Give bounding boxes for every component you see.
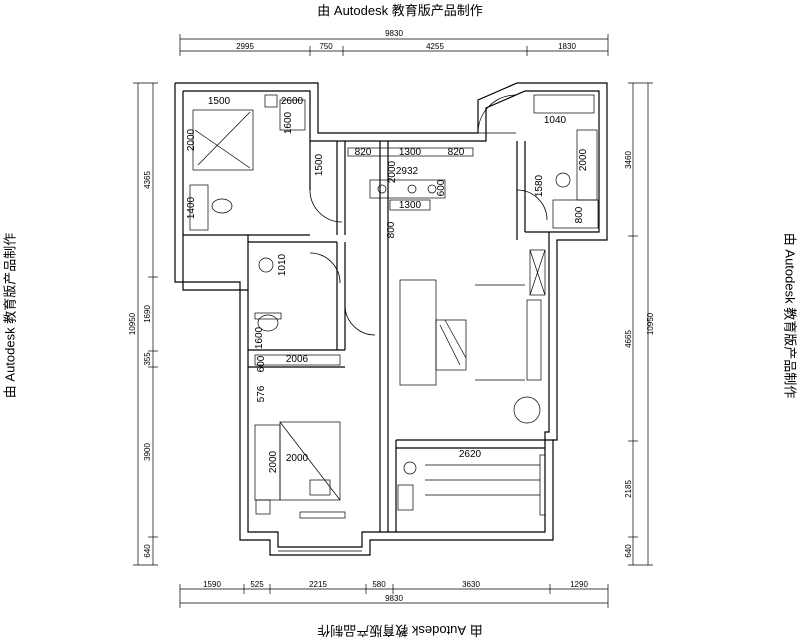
dim-left-total: 10950 (128, 312, 137, 335)
label-master-desk: 1400 (186, 196, 197, 219)
dim-left-1: 4365 (143, 171, 152, 189)
dim-top-2: 750 (319, 42, 333, 51)
dim-bottom-5: 3630 (462, 580, 480, 589)
label-small-a: 1500 (314, 153, 325, 176)
dim-top-1: 2995 (236, 42, 254, 51)
label-master-bed: 2000 (186, 128, 197, 151)
label-small-b: 1600 (254, 326, 265, 349)
dim-bottom-3: 2215 (309, 580, 327, 589)
label-hall-cab-2: 820 (448, 147, 465, 158)
dim-right-4: 640 (624, 544, 633, 558)
dim-bottom-total: 9830 (385, 594, 403, 603)
dim-bottom-6: 1290 (570, 580, 588, 589)
label-second-small: 576 (256, 385, 267, 402)
label-hall-cab: 820 (355, 147, 372, 158)
dim-left-2: 1690 (143, 305, 152, 323)
label-dining-w: 1300 (399, 200, 422, 211)
dim-right-1: 3460 (624, 151, 633, 169)
label-kitchen-top: 1040 (544, 115, 567, 126)
dim-left-5: 640 (143, 544, 152, 558)
dim-top-total: 9830 (385, 29, 403, 38)
dim-bottom-4: 580 (372, 580, 386, 589)
label-bath: 1010 (277, 253, 288, 276)
label-second-bed-w: 2000 (286, 453, 309, 464)
dim-left-4: 3900 (143, 443, 152, 461)
label-second-closet: 600 (256, 355, 267, 372)
dim-right-total: 10950 (646, 312, 655, 335)
label-wardrobe-small: 600 (436, 179, 447, 196)
label-master-side: 2600 (281, 96, 304, 107)
label-dining-h: 2932 (396, 166, 419, 177)
label-master-w: 1500 (208, 96, 231, 107)
label-dining-side: 2000 (387, 160, 398, 183)
label-kitchen-sink: 2000 (578, 148, 589, 171)
dimension-lines (133, 34, 653, 608)
label-master-closet: 1600 (283, 111, 294, 134)
walls (175, 83, 607, 555)
label-kitchen-bottom: 800 (574, 206, 585, 223)
label-balcony-w: 2620 (459, 449, 482, 460)
dim-top-4: 1830 (558, 42, 576, 51)
dim-bottom-2: 525 (250, 580, 264, 589)
dim-right-2: 4665 (624, 330, 633, 348)
label-kitchen-side: 1580 (534, 174, 545, 197)
label-second-bed-h: 2000 (268, 450, 279, 473)
dim-top-3: 4255 (426, 42, 444, 51)
dim-left-3: 355 (143, 352, 152, 366)
label-second-wardrobe: 2006 (286, 354, 309, 365)
label-corridor: 800 (386, 221, 397, 238)
dim-bottom-1: 1590 (203, 580, 221, 589)
label-hall-cab-w: 1300 (399, 147, 422, 158)
dim-right-3: 2185 (624, 480, 633, 498)
